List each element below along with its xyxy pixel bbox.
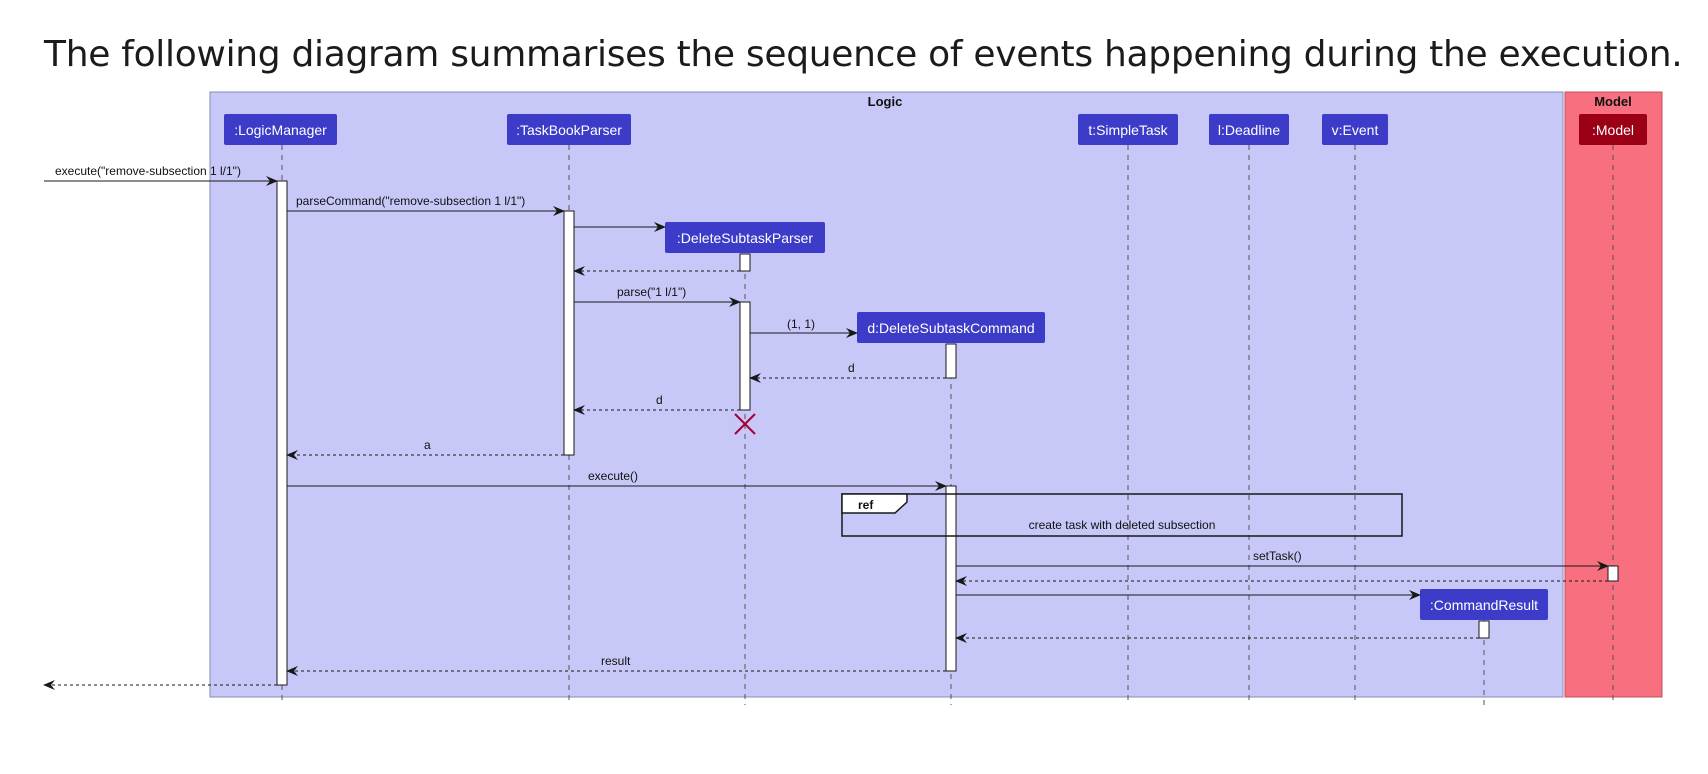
activation-delete-parser-1 <box>739 253 751 272</box>
msg-result-label: result <box>601 654 631 668</box>
svg-text:t:SimpleTask: t:SimpleTask <box>1088 122 1168 138</box>
participant-model: :Model <box>1579 114 1647 145</box>
svg-text::DeleteSubtaskParser: :DeleteSubtaskParser <box>677 230 814 246</box>
logic-box <box>209 91 1564 698</box>
msg-execute-input-label: execute("remove-subsection 1 l/1") <box>55 164 241 178</box>
ref-tag: ref <box>858 498 874 512</box>
participant-taskbook-parser: :TaskBookParser <box>507 114 631 145</box>
msg-execute-label: execute() <box>588 469 638 483</box>
msg-set-task-label: setTask() <box>1253 549 1302 563</box>
svg-text::CommandResult: :CommandResult <box>1430 597 1538 613</box>
activation-command-result <box>1478 620 1490 639</box>
participant-deadline: l:Deadline <box>1209 114 1289 145</box>
model-box-label: Model <box>1594 94 1632 109</box>
msg-return-d1-label: d <box>848 361 855 375</box>
activation-taskbook-parser <box>563 210 575 456</box>
page-heading: The following diagram summarises the seq… <box>44 34 1683 75</box>
participant-event: v:Event <box>1322 114 1388 145</box>
svg-text::TaskBookParser: :TaskBookParser <box>516 122 622 138</box>
svg-text::Model: :Model <box>1592 122 1634 138</box>
activation-delete-command-2 <box>945 485 957 672</box>
logic-box-label: Logic <box>868 94 903 109</box>
ref-fragment: ref create task with deleted subsection <box>841 493 1403 537</box>
msg-return-d2-label: d <box>656 393 663 407</box>
participant-delete-command: d:DeleteSubtaskCommand <box>857 312 1045 343</box>
svg-text:v:Event: v:Event <box>1332 122 1379 138</box>
msg-create-args-label: (1, 1) <box>787 317 815 331</box>
participant-logic-manager: :LogicManager <box>224 114 337 145</box>
activation-model <box>1607 565 1619 582</box>
msg-parse-label: parse("1 l/1") <box>617 285 686 299</box>
svg-text:d:DeleteSubtaskCommand: d:DeleteSubtaskCommand <box>867 320 1034 336</box>
destroy-mark <box>734 413 756 435</box>
activation-delete-parser-2 <box>739 301 751 411</box>
activation-delete-command-1 <box>945 343 957 379</box>
msg-return-a-label: a <box>424 438 431 452</box>
participant-command-result: :CommandResult <box>1420 589 1548 620</box>
participant-simple-task: t:SimpleTask <box>1078 114 1178 145</box>
msg-parse-command-label: parseCommand("remove-subsection 1 l/1") <box>296 194 525 208</box>
svg-text:l:Deadline: l:Deadline <box>1218 122 1280 138</box>
participant-delete-parser: :DeleteSubtaskParser <box>665 222 825 253</box>
ref-text: create task with deleted subsection <box>1029 518 1216 532</box>
svg-text::LogicManager: :LogicManager <box>234 122 327 138</box>
activation-logic-manager <box>276 180 288 686</box>
